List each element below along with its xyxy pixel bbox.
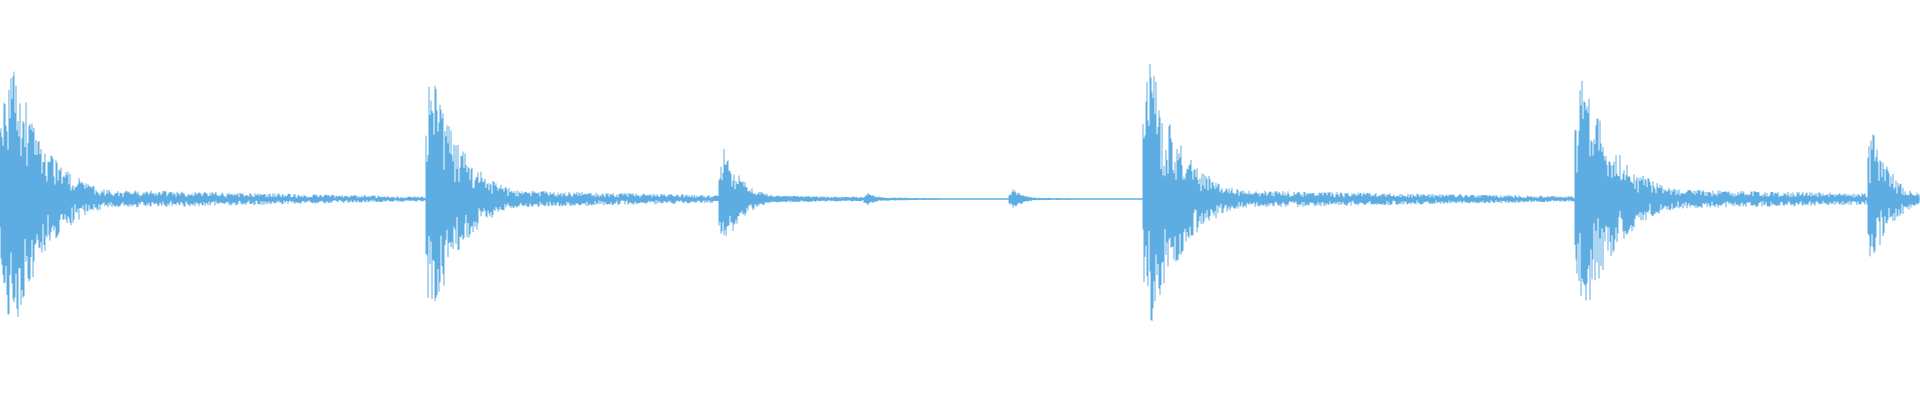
waveform-samples xyxy=(0,63,1920,321)
